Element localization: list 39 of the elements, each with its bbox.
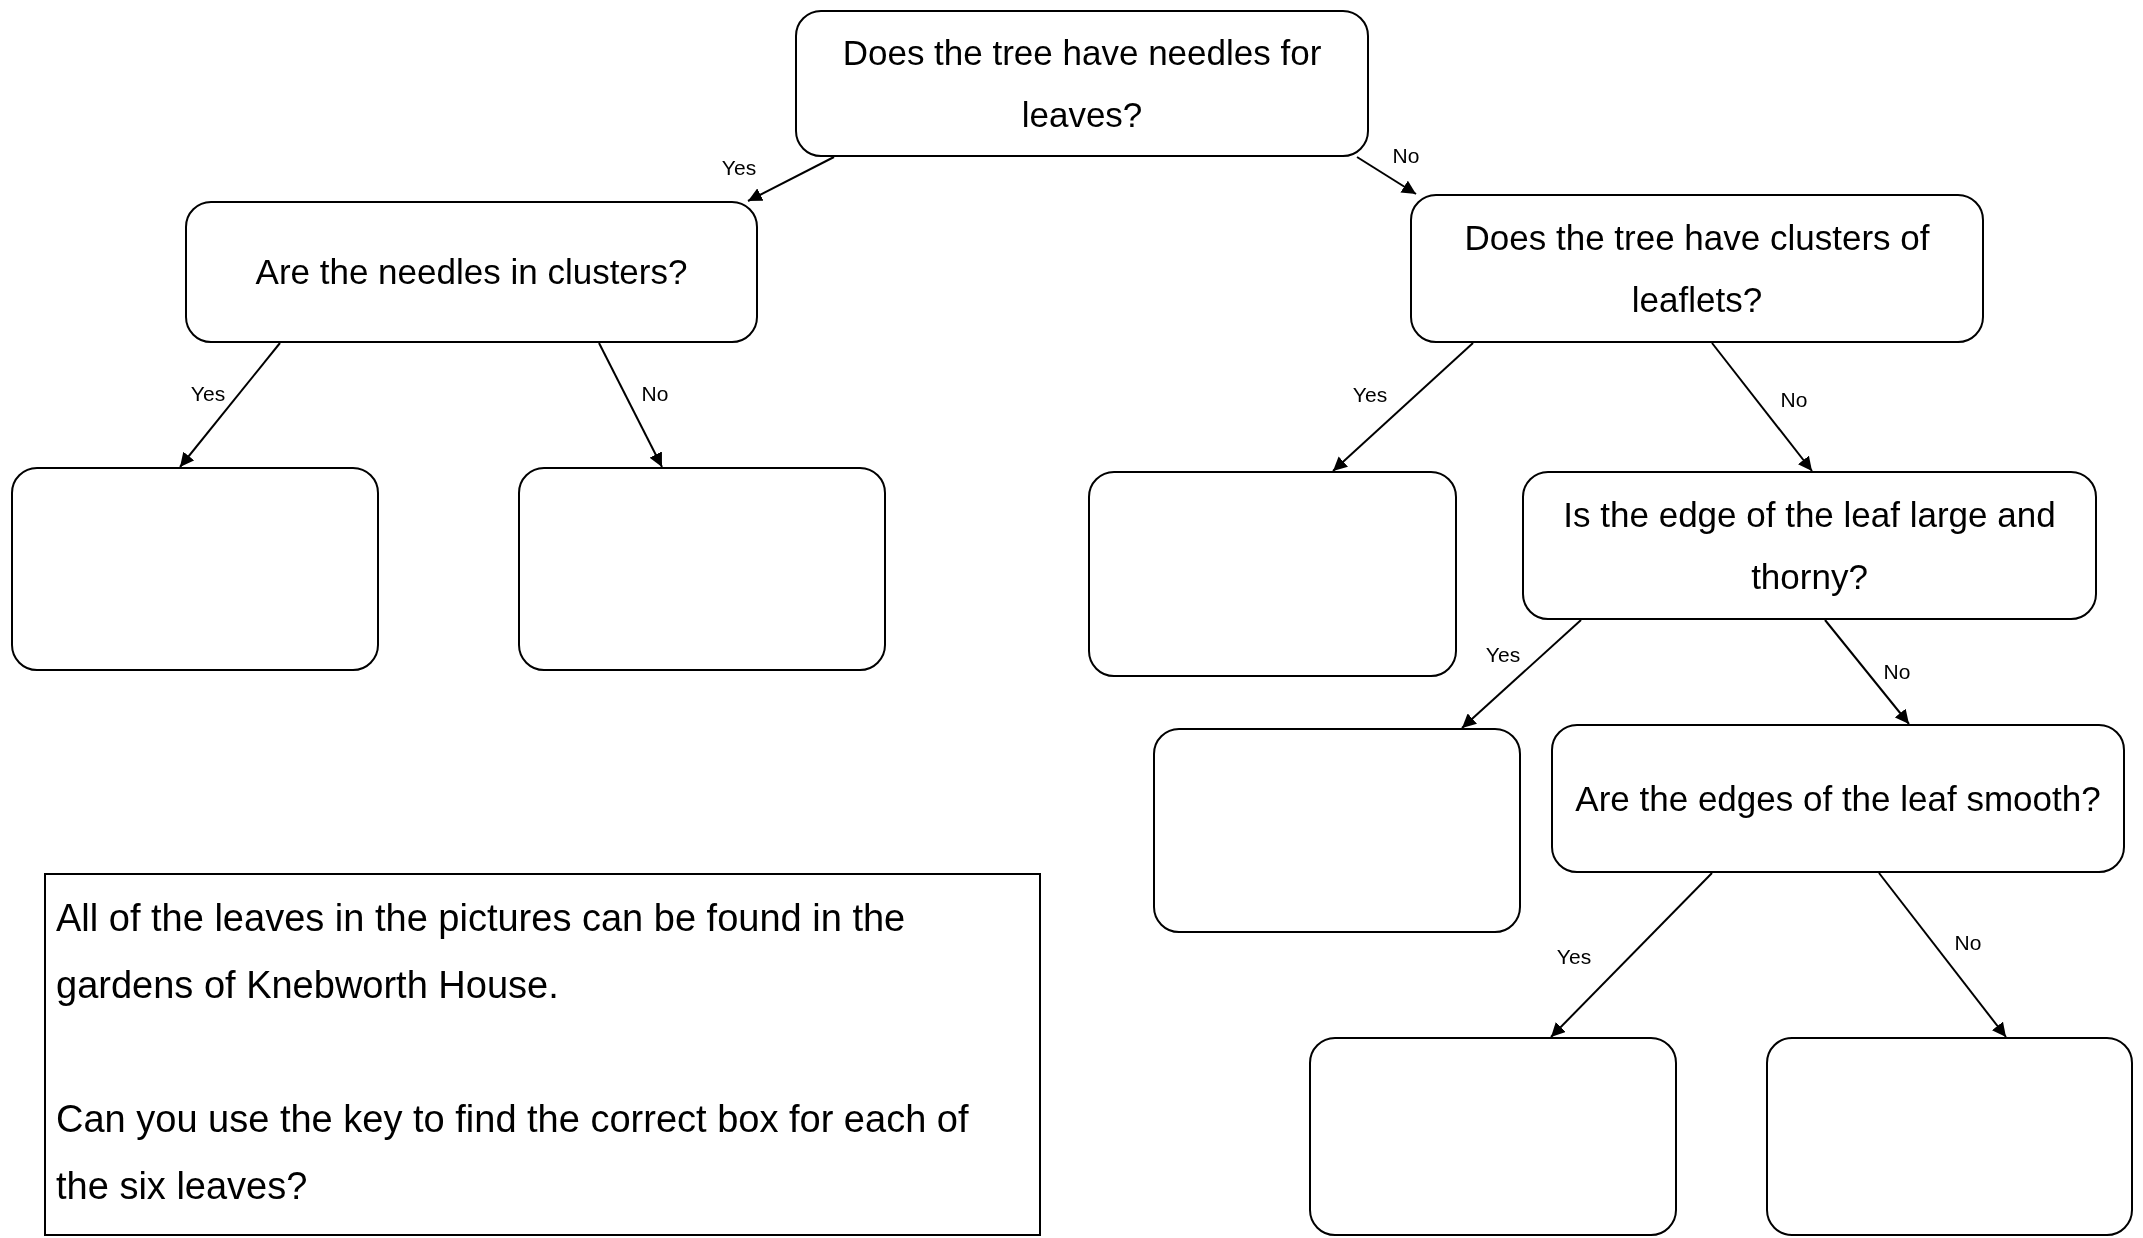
arrow: [747, 156, 835, 202]
question-text: Is the edge of the leaf large and thorny?: [1562, 494, 2057, 598]
question-box: [1410, 194, 1984, 343]
answer-box: [1309, 1037, 1677, 1236]
instruction-text: All of the leaves in the pictures can be found in the gardens of Knebworth House.: [56, 896, 907, 1008]
arrow: [1356, 156, 1417, 195]
question-text: Are the needles in clusters?: [255, 251, 688, 294]
edge-label: No: [1954, 931, 1982, 955]
note-box: [44, 873, 1041, 1236]
arrow: [179, 342, 281, 468]
answer-box: [1088, 471, 1457, 677]
answer-box: [518, 467, 886, 671]
instruction-text: Can you use the key to find the correct box for each of the six leaves?: [56, 1097, 970, 1209]
edge-label: Yes: [1556, 945, 1592, 969]
question-text: Are the edges of the leaf smooth?: [1575, 777, 2101, 820]
edge-label: Yes: [1352, 383, 1388, 407]
question-text: Does the tree have needles for leaves?: [841, 32, 1323, 136]
edge-label: No: [1780, 388, 1808, 412]
answer-box: [1153, 728, 1521, 933]
answer-box: [1766, 1037, 2133, 1236]
arrow: [1550, 872, 1713, 1038]
arrow: [1461, 619, 1582, 729]
edge-label: Yes: [1485, 643, 1521, 667]
edge-label: No: [1883, 660, 1911, 684]
edge-label: No: [1392, 144, 1420, 168]
arrow: [598, 342, 663, 468]
edge-label: Yes: [190, 382, 226, 406]
question-box: [1522, 471, 2097, 620]
question-box: [1551, 724, 2125, 873]
arrow: [1711, 342, 1813, 472]
question-box: [185, 201, 758, 343]
edge-label: No: [641, 382, 669, 406]
question-box: [795, 10, 1369, 157]
arrow: [1824, 619, 1910, 725]
arrow: [1332, 342, 1474, 472]
edge-label: Yes: [721, 156, 757, 180]
answer-box: [11, 467, 379, 671]
question-text: Does the tree have clusters of leaflets?: [1463, 217, 1931, 321]
arrow: [1878, 872, 2007, 1038]
